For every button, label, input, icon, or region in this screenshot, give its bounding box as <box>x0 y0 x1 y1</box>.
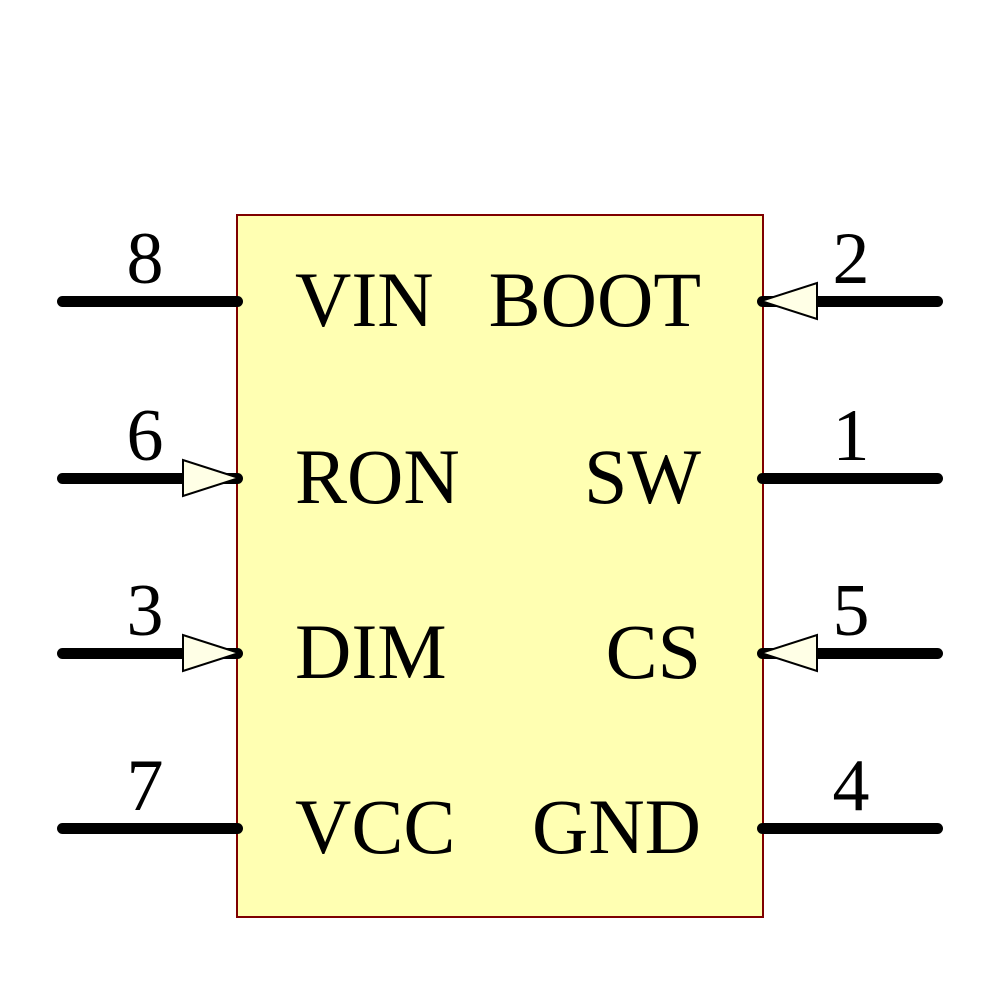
pin-wire[interactable] <box>757 823 943 834</box>
pin-number: 6 <box>126 395 164 477</box>
pin-number: 8 <box>126 218 164 300</box>
input-arrow-icon <box>757 281 818 321</box>
pin-label: VCC <box>295 783 456 870</box>
pin-number: 2 <box>832 218 870 300</box>
pin-number: 1 <box>832 395 870 477</box>
pin-wire[interactable] <box>57 648 243 659</box>
pin-wire[interactable] <box>757 473 943 484</box>
pin-wire[interactable] <box>57 296 243 307</box>
input-arrow-icon <box>182 633 243 673</box>
pin-number: 7 <box>126 745 164 827</box>
pin-number: 5 <box>832 570 870 652</box>
pin-label: CS <box>605 608 701 695</box>
pin-label: SW <box>584 433 701 520</box>
pin-number: 4 <box>832 745 870 827</box>
pin-label: RON <box>295 433 460 520</box>
pin-label: BOOT <box>488 256 701 343</box>
pin-wire[interactable] <box>57 823 243 834</box>
pin-wire[interactable] <box>57 473 243 484</box>
pin-label: VIN <box>295 256 434 343</box>
input-arrow-icon <box>182 458 243 498</box>
pin-label: GND <box>532 783 701 870</box>
pin-wire[interactable] <box>757 296 943 307</box>
pin-number: 3 <box>126 570 164 652</box>
ic-symbol-body[interactable] <box>236 214 764 918</box>
pin-wire[interactable] <box>757 648 943 659</box>
input-arrow-icon <box>757 633 818 673</box>
pin-label: DIM <box>295 608 447 695</box>
